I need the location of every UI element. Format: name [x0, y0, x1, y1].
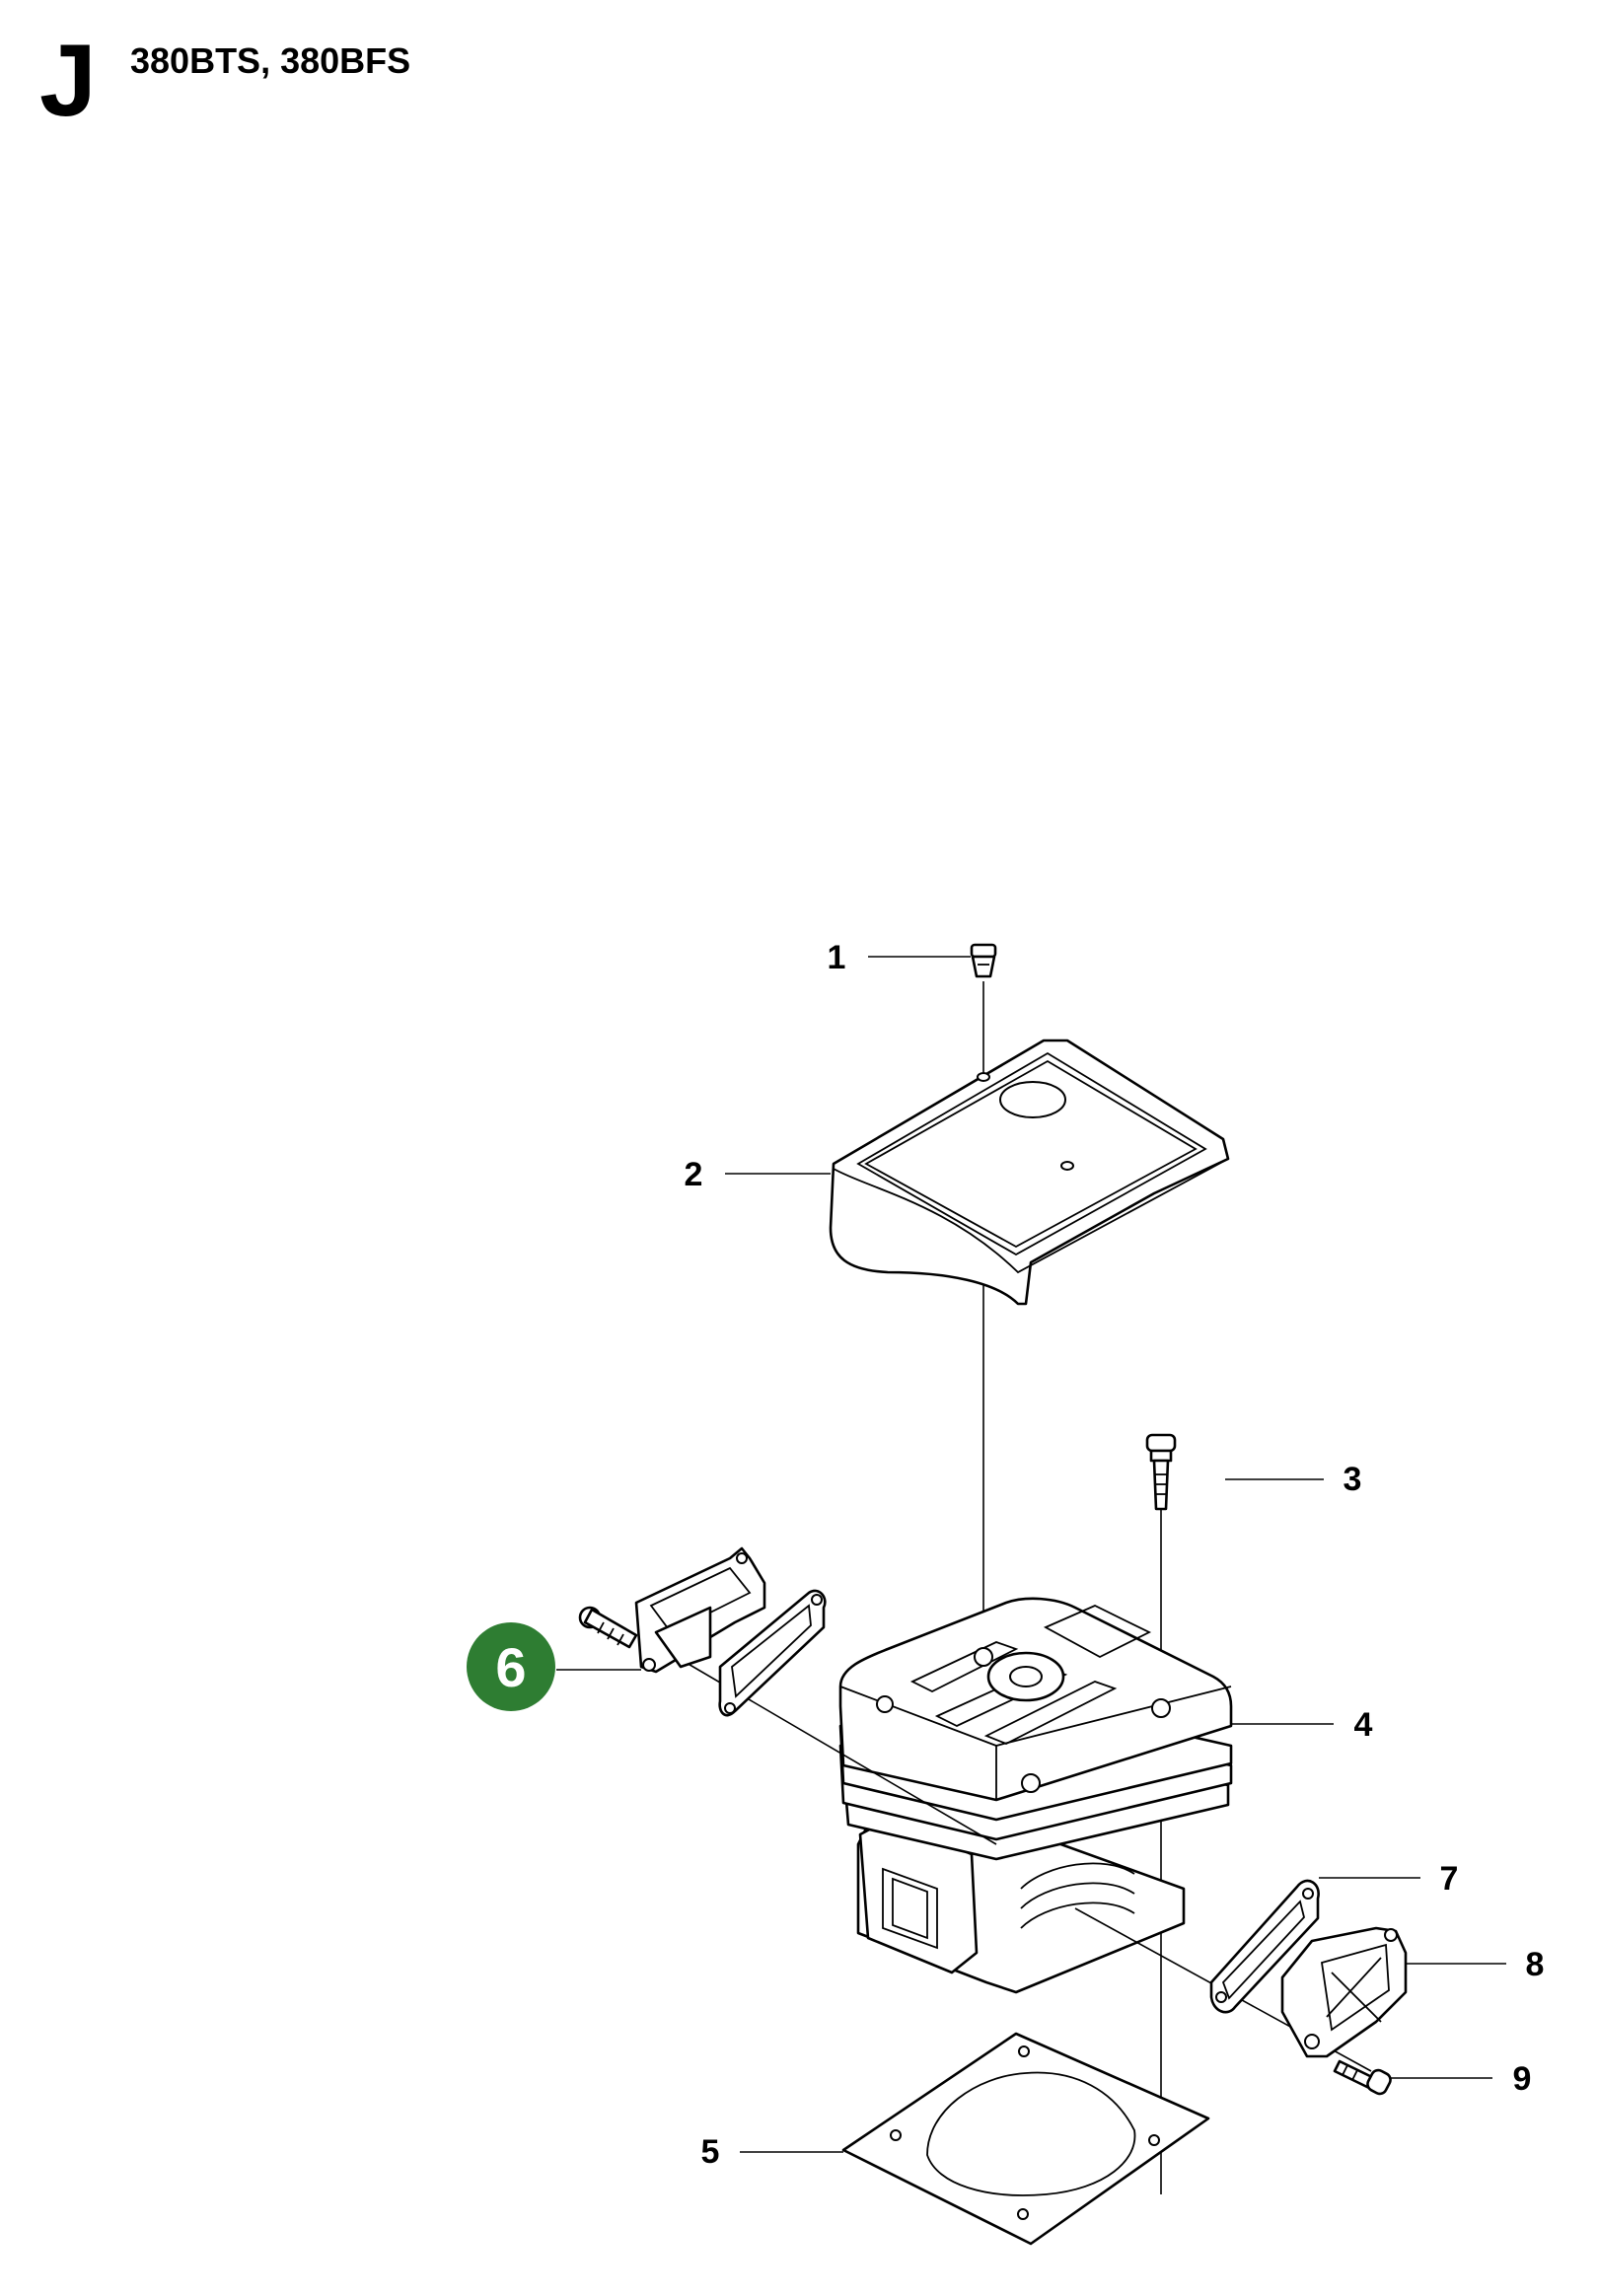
part-8-intake-flange[interactable]: [1280, 1926, 1408, 2058]
callout-3[interactable]: 3: [1344, 1461, 1362, 1498]
part-7-intake-gasket[interactable]: [1209, 1879, 1320, 2014]
callout-1[interactable]: 1: [828, 939, 846, 976]
callout-6: 6: [495, 1636, 526, 1698]
callout-7[interactable]: 7: [1440, 1860, 1459, 1898]
part-1-screw[interactable]: [970, 943, 997, 978]
callout-5[interactable]: 5: [701, 2133, 720, 2171]
part-9-screw[interactable]: [1333, 2059, 1393, 2096]
callout-8[interactable]: 8: [1526, 1946, 1545, 1983]
model-title: 380BTS, 380BFS: [130, 40, 411, 81]
axis-line-exhaust: [650, 1641, 997, 1845]
part-2-cover-plate[interactable]: [829, 1039, 1230, 1306]
part-3-bolt[interactable]: [1145, 1433, 1177, 1511]
callout-2[interactable]: 2: [685, 1156, 703, 1193]
callout-6-badge: [467, 1622, 555, 1711]
callout-6-highlight[interactable]: 6: [467, 1622, 555, 1711]
part-6-screw[interactable]: [578, 1606, 638, 1649]
callout-4[interactable]: 4: [1354, 1706, 1373, 1744]
part-5-base-gasket[interactable]: [841, 2032, 1210, 2246]
exhaust-gasket[interactable]: [718, 1589, 827, 1717]
section-letter: J: [39, 24, 97, 138]
callout-9[interactable]: 9: [1513, 2060, 1532, 2098]
part-4-cylinder[interactable]: [838, 1597, 1233, 1994]
exhaust-flange[interactable]: [634, 1546, 766, 1674]
